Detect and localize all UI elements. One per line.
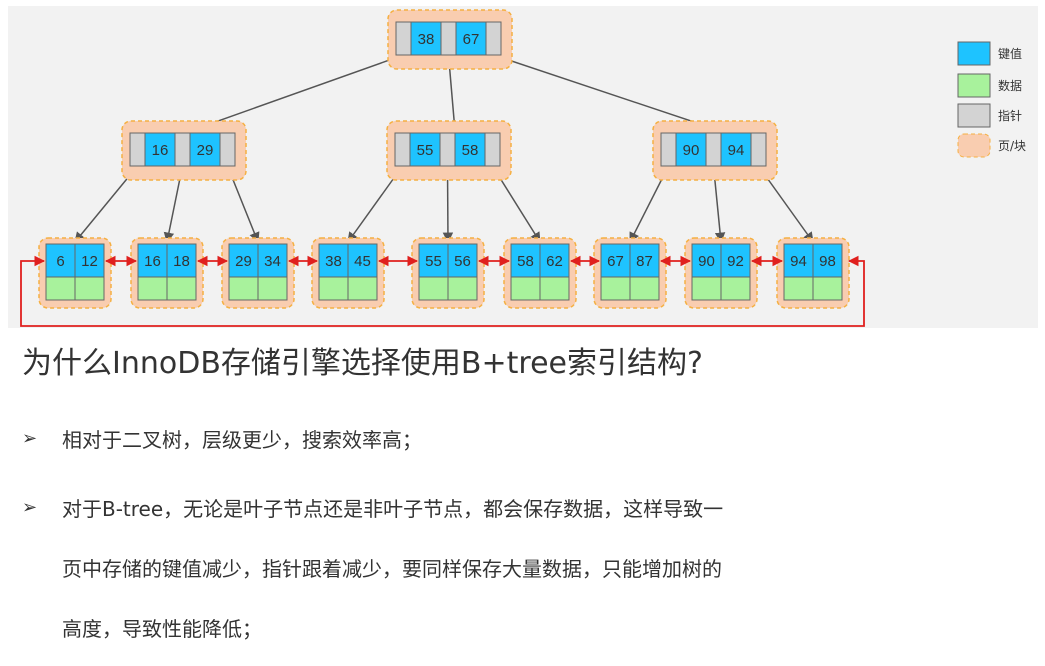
data-cell <box>257 276 288 301</box>
leaf-node: 29 34 <box>221 237 295 309</box>
data-cell <box>720 276 751 301</box>
pointer-cell <box>660 132 677 167</box>
key-label: 34 <box>264 253 281 270</box>
key-label: 38 <box>418 31 435 48</box>
pointer-cell <box>750 132 767 167</box>
key-label: 16 <box>152 142 169 159</box>
key-label: 16 <box>144 253 161 270</box>
data-cell <box>539 276 570 301</box>
key-label: 87 <box>636 253 653 270</box>
pointer-cell <box>219 132 236 167</box>
pointer-cell <box>395 21 412 56</box>
root-node: 38 67 <box>387 9 513 70</box>
data-cell <box>691 276 722 301</box>
tree-edge <box>493 54 722 133</box>
bullet-2-line-2: 页中存储的键值减少，指针跟着减少，要同样保存大量数据，只能增加树的 <box>62 557 722 581</box>
data-cell <box>600 276 631 301</box>
pointer-cell <box>129 132 146 167</box>
leaf-node: 6 12 <box>38 237 112 309</box>
pointer-cell <box>439 132 456 167</box>
bullet-2-line-3: 高度，导致性能降低； <box>62 617 262 641</box>
key-label: 67 <box>463 31 480 48</box>
key-label: 94 <box>790 253 807 270</box>
key-cell <box>720 132 752 167</box>
data-cell <box>166 276 197 301</box>
key-label: 18 <box>173 253 190 270</box>
key-label: 94 <box>728 142 745 159</box>
legend-swatch <box>957 103 991 128</box>
key-label: 29 <box>197 142 214 159</box>
leaf-node: 90 92 <box>684 237 758 309</box>
key-label: 92 <box>727 253 744 270</box>
internal-node: 55 58 <box>386 120 512 181</box>
bullet-marker-1: ➢ <box>22 428 38 449</box>
data-cell <box>318 276 349 301</box>
data-cell <box>74 276 105 301</box>
data-cell <box>510 276 541 301</box>
data-cell <box>783 276 814 301</box>
data-cell <box>137 276 168 301</box>
key-label: 12 <box>81 253 98 270</box>
data-cell <box>418 276 449 301</box>
key-cell <box>144 132 176 167</box>
page-heading: 为什么InnoDB存储引擎选择使用B+tree索引结构? <box>22 346 703 381</box>
legend-label: 数据 <box>998 78 1022 93</box>
legend-label: 键值 <box>998 46 1022 61</box>
leaf-node: 38 45 <box>311 237 385 309</box>
key-label: 62 <box>546 253 563 270</box>
pointer-cell <box>485 21 502 56</box>
key-label: 58 <box>462 142 479 159</box>
pointer-cell <box>440 21 457 56</box>
bullet-2-line-1: 对于B-tree，无论是叶子节点还是非叶子节点，都会保存数据，这样导致一 <box>62 497 724 521</box>
key-label: 38 <box>325 253 342 270</box>
data-cell <box>447 276 478 301</box>
leaf-links <box>20 255 865 327</box>
key-label: 6 <box>56 253 64 270</box>
leaf-node: 94 98 <box>776 237 850 309</box>
key-label: 58 <box>517 253 534 270</box>
key-label: 67 <box>607 253 624 270</box>
pointer-cell <box>705 132 722 167</box>
key-label: 45 <box>354 253 371 270</box>
data-cell <box>228 276 259 301</box>
key-cell <box>189 132 221 167</box>
pointer-cell <box>174 132 191 167</box>
pointer-cell <box>484 132 501 167</box>
internal-node: 90 94 <box>652 120 778 181</box>
tree-edge <box>189 54 404 133</box>
leaf-node: 67 87 <box>593 237 667 309</box>
key-label: 90 <box>683 142 700 159</box>
data-cell <box>812 276 843 301</box>
legend-swatch <box>957 41 991 66</box>
data-cell <box>629 276 660 301</box>
key-label: 98 <box>819 253 836 270</box>
bullet-marker-2: ➢ <box>22 497 38 518</box>
legend-label: 指针 <box>998 108 1022 123</box>
circular-leaf-link <box>20 255 865 327</box>
data-cell <box>347 276 378 301</box>
legend-label: 页/块 <box>998 139 1026 153</box>
bullet-1-line-1: 相对于二叉树，层级更少，搜索效率高； <box>62 428 422 452</box>
key-label: 55 <box>425 253 442 270</box>
leaf-node: 58 62 <box>503 237 577 309</box>
key-label: 55 <box>417 142 434 159</box>
key-label: 56 <box>454 253 471 270</box>
key-cell <box>454 132 486 167</box>
data-cell <box>45 276 76 301</box>
legend-swatch <box>957 133 991 158</box>
legend-swatch <box>957 73 991 98</box>
key-cell <box>455 21 487 56</box>
leaf-node: 55 56 <box>411 237 485 309</box>
key-label: 29 <box>235 253 252 270</box>
key-label: 90 <box>698 253 715 270</box>
pointer-cell <box>394 132 411 167</box>
